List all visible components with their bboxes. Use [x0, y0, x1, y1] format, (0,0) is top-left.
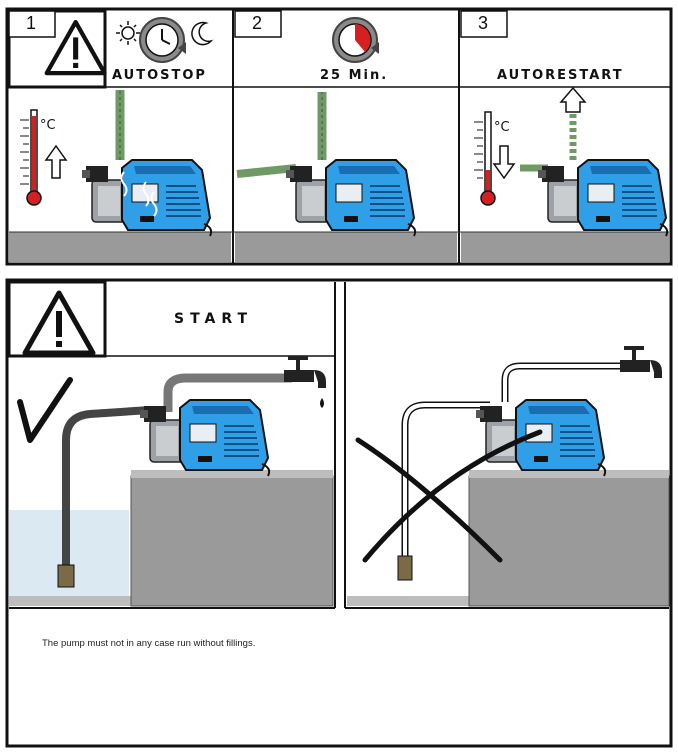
moon-icon	[191, 21, 214, 46]
timer-icon	[332, 17, 379, 63]
step-number-1: 1	[26, 13, 37, 33]
clock-icon	[139, 17, 186, 63]
thermometer-icon	[20, 109, 42, 206]
faucet-icon	[284, 356, 326, 408]
top-row-frame	[5, 7, 673, 266]
caption-text: The pump must not in any case run withou…	[42, 638, 256, 649]
thermometer-unit-3: °C	[494, 120, 510, 135]
step-label-autorestart: AUTORESTART	[497, 68, 624, 83]
thermometer-unit-1: °C	[40, 118, 56, 133]
step-number-2: 2	[252, 13, 263, 33]
start-label: START	[174, 311, 254, 327]
checkmark-icon	[17, 377, 73, 443]
bottom-frame	[5, 278, 673, 748]
step-number-3: 3	[478, 13, 489, 33]
step-label-timer: 25 Min.	[320, 68, 389, 83]
step-label-autostop: AUTOSTOP	[112, 68, 207, 83]
cross-icon	[355, 429, 543, 563]
sun-icon	[116, 21, 140, 45]
